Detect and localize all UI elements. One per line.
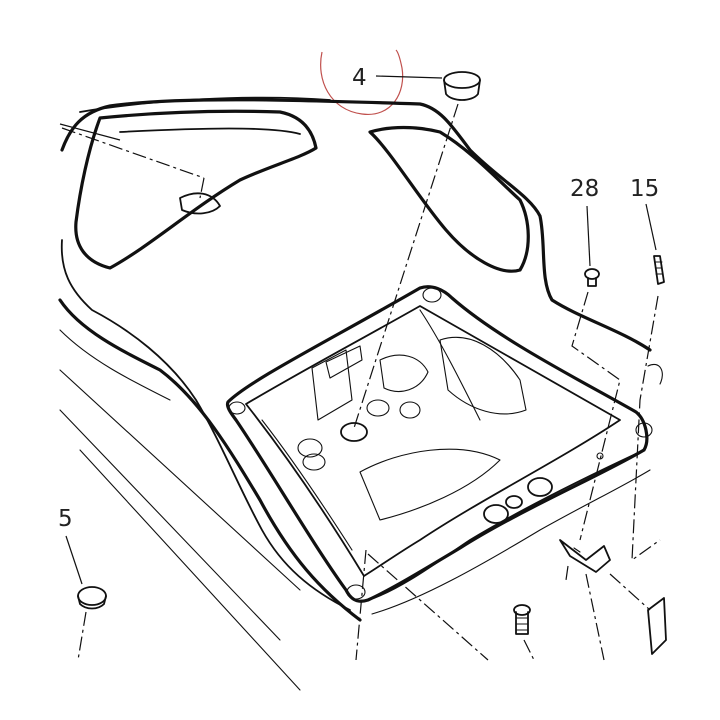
tail-cover [58,96,652,691]
callout-4: 4 [352,65,367,91]
callout-5: 5 [58,506,73,532]
callout-leaders [59,75,657,585]
callout-4-highlight-circle [320,49,404,115]
callout-15: 15 [630,176,659,202]
cap-part-5 [77,586,107,610]
callout-28: 28 [570,176,599,202]
rubber-plug-part-4 [443,71,481,101]
bolt-part-15 [653,255,665,285]
tail-vent [179,192,221,215]
assembly-lines [61,103,661,661]
screw-part-28 [584,268,600,287]
storage-tray [225,285,653,615]
bolt-lower [513,604,531,635]
right-side-fastener [647,364,667,655]
bracket [559,539,611,573]
